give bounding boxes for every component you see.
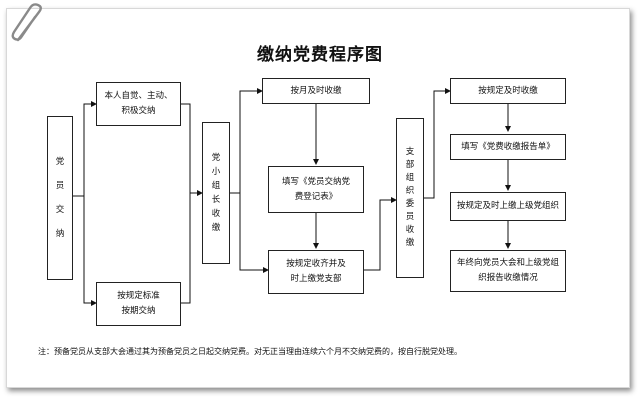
node-text: 按规定收齐并及: [286, 259, 346, 269]
paperclip-icon: [11, 3, 42, 42]
page-title: 缴纳党费程序图: [257, 45, 383, 65]
node-monthly-collect: 按月及时收缴: [262, 78, 370, 104]
node-text: 按月及时收缴: [290, 85, 342, 96]
node-text: 缴: [211, 223, 221, 233]
node-text: 按期交纳: [121, 306, 156, 316]
node-standard-payment: 按规定标准 按期交纳: [96, 282, 181, 326]
node-fill-report: 填写《党费收缴报告单》: [450, 134, 566, 160]
node-timely-collect: 按规定及时收缴: [450, 78, 566, 104]
node-text: 按规定及时上缴上级党组织: [456, 201, 559, 211]
node-text: 收: [211, 209, 221, 219]
node-text: 组: [405, 173, 415, 183]
node-text: 填写《党费收缴报告单》: [461, 141, 555, 152]
node-text: 员: [405, 212, 415, 222]
node-year-end-report: 年终向党员大会和上级党组 织报告收缴情况: [450, 250, 566, 292]
node-submit-branch: 按规定收齐并及 时上缴党支部: [268, 250, 364, 294]
node-text: 缴: [405, 238, 415, 248]
node-text: 本人自觉、主动、: [104, 91, 173, 101]
node-text: 按规定标准: [117, 291, 160, 301]
node-text: 小: [211, 167, 221, 177]
node-text: 交: [55, 205, 65, 215]
node-text: 委: [405, 199, 415, 209]
node-text: 收: [405, 225, 415, 235]
node-group-leader-collect: 党 小 组 长 收 缴: [202, 122, 230, 264]
node-text: 织报告收缴情况: [478, 273, 538, 283]
node-text: 长: [211, 195, 221, 205]
node-text: 党: [55, 157, 65, 167]
node-text: 员: [55, 181, 65, 191]
node-text: 组: [211, 181, 221, 191]
node-fill-register: 填写《党员交纳党 费登记表》: [268, 166, 364, 213]
node-submit-upper: 按规定及时上缴上级党组织: [450, 192, 566, 221]
node-party-member: 党 员 交 纳: [47, 116, 73, 280]
node-branch-committee-collect: 支 部 组 织 委 员 收 缴: [396, 118, 424, 278]
node-text: 党: [211, 153, 221, 163]
node-text: 时上缴党支部: [290, 274, 342, 284]
footnote: 注：预备党员从支部大会通过其为预备党员之日起交纳党费。对无正当理由连续六个月不交…: [38, 347, 462, 356]
node-text: 部: [405, 160, 415, 170]
node-voluntary-payment: 本人自觉、主动、 积极交纳: [96, 82, 181, 126]
node-text: 织: [405, 186, 415, 196]
node-text: 按规定及时收缴: [478, 85, 538, 96]
node-text: 纳: [55, 229, 65, 239]
node-text: 填写《党员交纳党: [281, 176, 350, 187]
node-text: 年终向党员大会和上级党组: [456, 258, 559, 268]
node-text: 费登记表》: [294, 191, 338, 202]
node-text: 积极交纳: [121, 106, 156, 116]
node-text: 支: [405, 147, 415, 157]
